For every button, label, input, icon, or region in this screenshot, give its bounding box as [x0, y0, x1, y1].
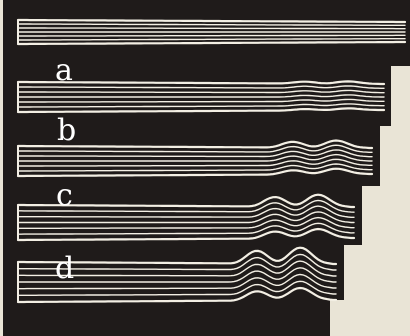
stage-label-d: d: [55, 251, 74, 286]
piston-block-c: [362, 186, 410, 245]
piston-block-d: [344, 245, 410, 336]
stratum-line: [18, 28, 405, 29]
piston-block-b: [380, 126, 410, 186]
stratum-line: [18, 35, 405, 36]
piston-block-a: [391, 66, 410, 126]
stage-label-b: b: [57, 113, 76, 148]
stage-label-c: c: [56, 178, 73, 213]
stage-label-a: a: [55, 53, 73, 88]
